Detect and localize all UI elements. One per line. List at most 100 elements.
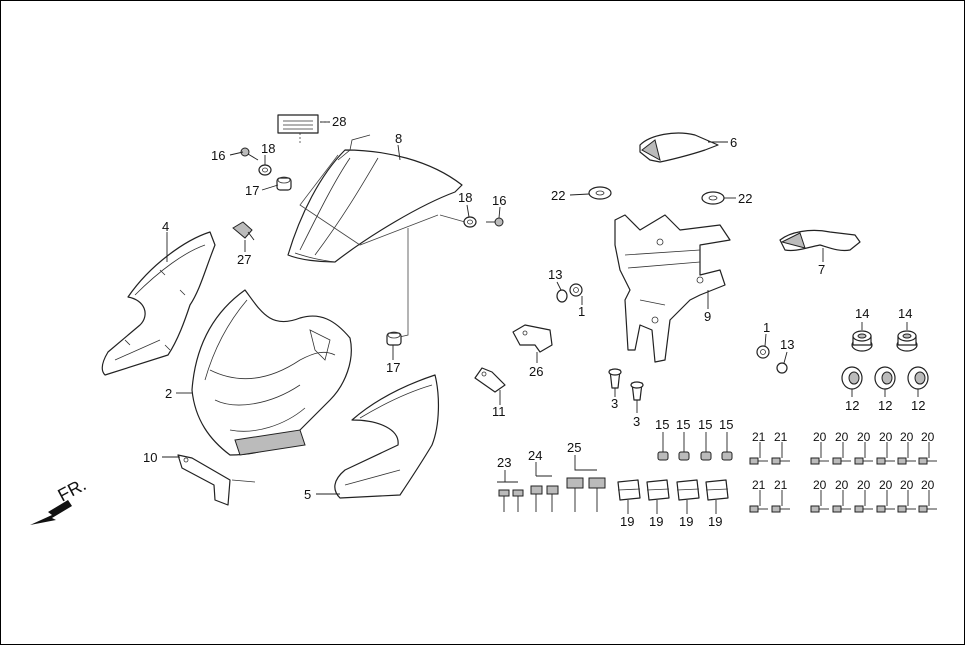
callout-20: 20 <box>879 430 893 444</box>
leader-lines <box>162 121 919 514</box>
screw-20-head <box>832 457 842 465</box>
part-washer-22a <box>588 186 612 200</box>
callout-1: 1 <box>578 304 585 319</box>
part-screws-21 <box>749 442 790 513</box>
callout-24: 24 <box>528 448 542 463</box>
part-grommet-17b <box>386 331 402 346</box>
callout-18: 18 <box>261 141 275 156</box>
screw-20-head <box>854 457 864 465</box>
part-bolts-25 <box>566 455 606 512</box>
callout-15: 15 <box>676 417 690 432</box>
part-grommet-14b <box>896 330 918 352</box>
part-nut-13a <box>556 289 568 303</box>
screw-20-head <box>832 505 842 513</box>
callout-5: 5 <box>304 487 311 502</box>
part-screw-16b <box>486 217 504 227</box>
part-grommet-17a <box>276 176 292 191</box>
part-grommet-12b <box>874 366 896 390</box>
callout-20: 20 <box>921 430 935 444</box>
callout-20: 20 <box>813 430 827 444</box>
screw-20-head <box>918 457 928 465</box>
part-grommet-12a <box>841 366 863 390</box>
callout-17: 17 <box>245 183 259 198</box>
callout-25: 25 <box>567 440 581 455</box>
screw-20-head <box>876 457 886 465</box>
callout-14: 14 <box>855 306 869 321</box>
callout-9: 9 <box>704 309 711 324</box>
callout-6: 6 <box>730 135 737 150</box>
part-bracket-10 <box>177 454 256 506</box>
part-clip-3a <box>608 368 622 389</box>
callout-11: 11 <box>492 404 506 419</box>
part-stay-frame <box>614 214 731 363</box>
callout-26: 26 <box>529 364 543 379</box>
callout-27: 27 <box>237 252 251 267</box>
callout-15: 15 <box>698 417 712 432</box>
callout-13: 13 <box>548 267 562 282</box>
screw-20-head <box>897 505 907 513</box>
part-side-cover-right <box>334 374 440 499</box>
callout-22: 22 <box>551 188 565 203</box>
callout-20: 20 <box>879 478 893 492</box>
part-screws-15 <box>657 432 733 461</box>
callout-20: 20 <box>857 430 871 444</box>
screw-20-head <box>810 505 820 513</box>
callout-15: 15 <box>655 417 669 432</box>
callout-20: 20 <box>813 478 827 492</box>
callout-14: 14 <box>898 306 912 321</box>
callout-2: 2 <box>165 386 172 401</box>
screw-20-head <box>897 457 907 465</box>
callout-28: 28 <box>332 114 346 129</box>
callout-8: 8 <box>395 131 402 146</box>
callout-20: 20 <box>835 478 849 492</box>
screw-20-head <box>810 457 820 465</box>
screw-20-head <box>854 505 864 513</box>
part-windscreen <box>287 134 463 263</box>
screw-20-head <box>918 505 928 513</box>
callout-19: 19 <box>620 514 634 529</box>
callout-21: 21 <box>752 478 766 492</box>
direction-label: FR. <box>54 474 89 505</box>
callout-21: 21 <box>774 430 788 444</box>
callout-labels: 28 8 16 18 17 18 16 4 27 2 17 10 5 6 22 … <box>143 114 935 529</box>
part-clip-3b <box>630 381 644 401</box>
callout-17: 17 <box>386 360 400 375</box>
part-bolts-23 <box>497 470 524 512</box>
callout-7: 7 <box>818 262 825 277</box>
callout-20: 20 <box>900 430 914 444</box>
part-washer-22b <box>701 191 725 205</box>
part-grommet-12c <box>907 366 929 390</box>
part-nut-13b <box>776 362 788 374</box>
part-label-decal <box>277 114 319 134</box>
callout-19: 19 <box>679 514 693 529</box>
callout-20: 20 <box>900 478 914 492</box>
callout-20: 20 <box>857 478 871 492</box>
part-bolts-24 <box>530 462 559 512</box>
callout-12: 12 <box>911 398 925 413</box>
callout-22: 22 <box>738 191 752 206</box>
callout-19: 19 <box>649 514 663 529</box>
part-grommet-14a <box>851 330 873 352</box>
callout-20: 20 <box>835 430 849 444</box>
screw-20-head <box>876 505 886 513</box>
part-washer-18b <box>463 216 477 228</box>
part-cover-6 <box>639 132 719 163</box>
callout-4: 4 <box>162 219 169 234</box>
part-collar-1a <box>569 283 583 297</box>
callout-3: 3 <box>611 396 618 411</box>
part-bracket-26 <box>512 324 553 353</box>
callout-19: 19 <box>708 514 722 529</box>
part-screw-16a <box>240 147 259 161</box>
callout-1: 1 <box>763 320 770 335</box>
callout-10: 10 <box>143 450 157 465</box>
callout-16: 16 <box>211 148 225 163</box>
part-washer-18a <box>258 164 272 176</box>
part-screws-20 <box>810 442 937 513</box>
part-front-cowl <box>191 289 352 456</box>
callout-21: 21 <box>752 430 766 444</box>
callout-20: 20 <box>921 478 935 492</box>
part-collar-1b <box>756 345 770 359</box>
callout-12: 12 <box>845 398 859 413</box>
part-clip-27 <box>232 221 255 241</box>
